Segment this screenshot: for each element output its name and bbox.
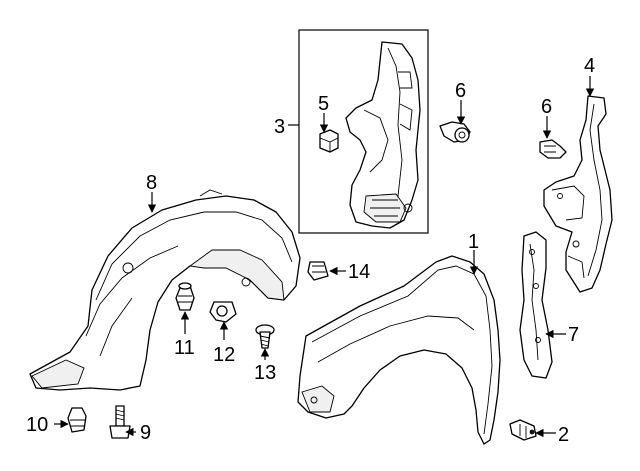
callout-9: 9: [140, 422, 151, 444]
callout-1: 1: [468, 231, 479, 253]
callout-3: 3: [274, 116, 285, 138]
screw-part-13[interactable]: [255, 324, 275, 349]
splash-guard-part-3[interactable]: [345, 41, 421, 229]
grommet-part-12[interactable]: [209, 301, 237, 323]
callout-6-right: 6: [541, 96, 552, 118]
bolt-part-9[interactable]: [109, 405, 131, 439]
push-rivet-part-11[interactable]: [175, 282, 195, 311]
fender-part-1[interactable]: [297, 255, 501, 445]
fender-liner-part-8[interactable]: [29, 189, 301, 391]
callout-4: 4: [584, 55, 595, 77]
callout-13: 13: [254, 362, 276, 384]
leader-lines: [54, 76, 595, 438]
callout-11: 11: [174, 337, 195, 359]
callout-10: 10: [26, 414, 48, 436]
callout-7: 7: [568, 324, 579, 346]
callout-labels: 1 2 3 4 5 6 6 7 8 9 10 11 12 13 14: [26, 55, 595, 446]
bolt-part-2[interactable]: [509, 419, 537, 441]
clip-part-5[interactable]: [319, 129, 339, 153]
callout-8: 8: [146, 172, 157, 194]
group-3-frame: [298, 29, 429, 234]
callout-2: 2: [558, 424, 569, 446]
fender-bracket-part-4[interactable]: [543, 95, 613, 293]
push-clip-part-6-right[interactable]: [539, 139, 567, 159]
callout-6-center: 6: [455, 80, 466, 102]
nut-part-10[interactable]: [67, 407, 87, 433]
bracket-part-7[interactable]: [519, 231, 553, 379]
callout-14: 14: [348, 261, 370, 283]
callout-12: 12: [213, 344, 235, 366]
push-clip-part-6-center[interactable]: [439, 121, 471, 143]
nut-clip-part-14[interactable]: [307, 261, 329, 281]
callout-5: 5: [318, 93, 329, 115]
